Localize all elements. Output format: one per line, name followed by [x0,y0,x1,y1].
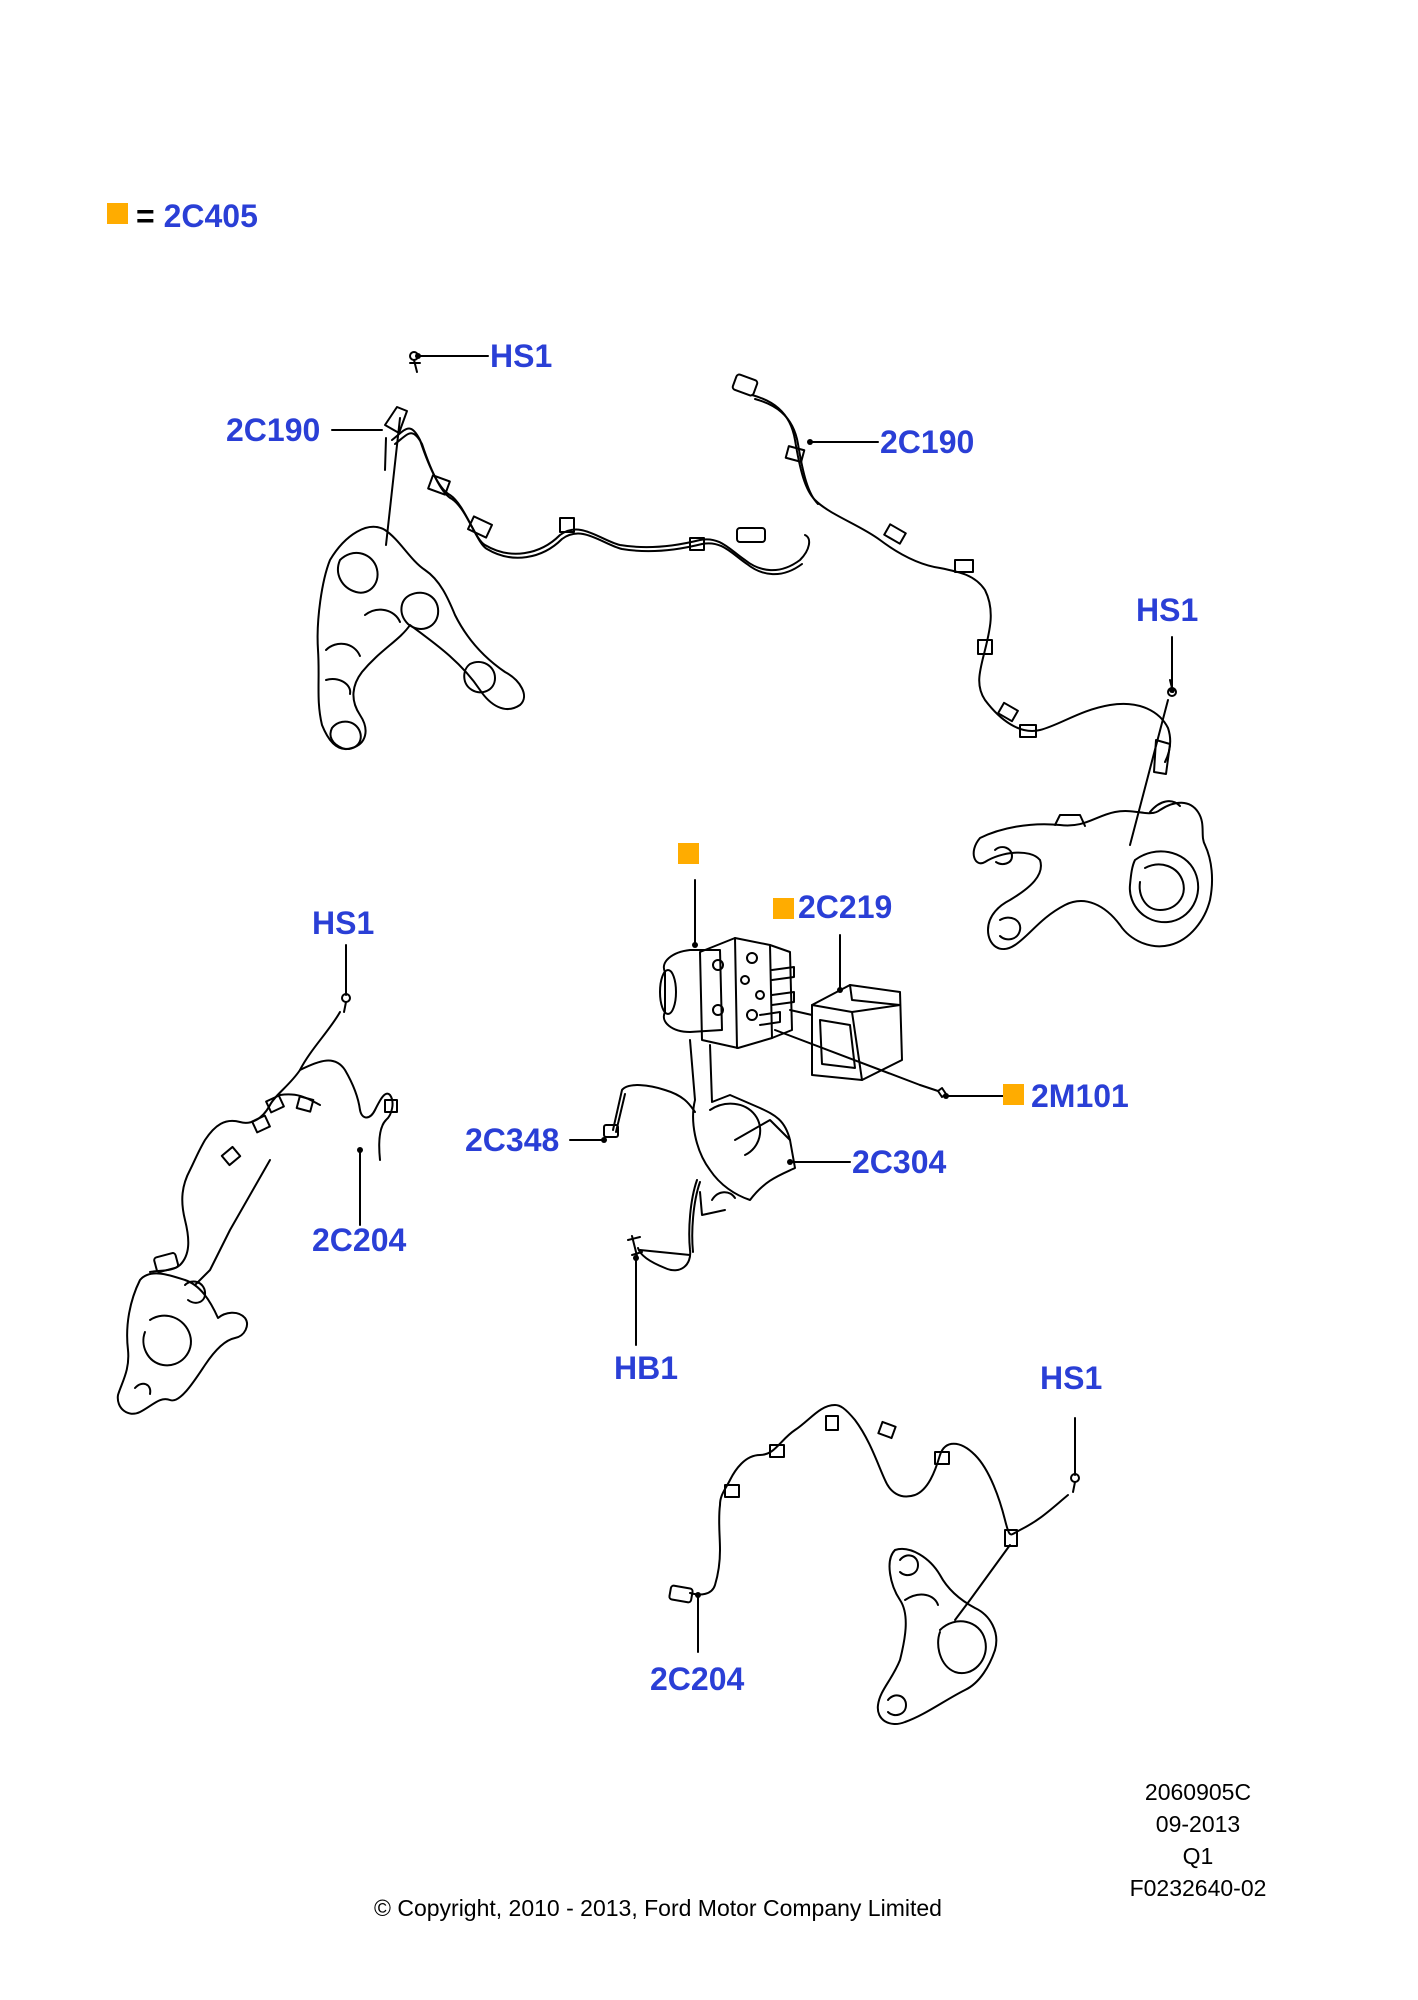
callout-2c348[interactable]: 2C348 [465,1122,560,1158]
callout-2c190-left[interactable]: 2C190 [226,412,321,448]
callout-hs1-bottom[interactable]: HS1 [1040,1360,1103,1396]
abs-modulator-assembly [603,937,947,1272]
callout-2m101[interactable]: 2M101 [1031,1078,1129,1114]
callout-hb1[interactable]: HB1 [614,1350,679,1386]
diagram-ref: F0232640-02 [1129,1875,1267,1901]
callout-hs1-mid-left[interactable]: HS1 [312,905,375,941]
callout-2c190-right[interactable]: 2C190 [880,424,975,460]
callout-2c219[interactable]: 2C219 [798,889,893,925]
legend-code: 2C405 [163,198,258,234]
diagram-code: 2060905C [1144,1779,1252,1805]
callout-2c219-swatch [773,898,794,919]
callout-2c405-swatch [678,843,699,864]
callout-2c304[interactable]: 2C304 [852,1144,947,1180]
rear-right-sensor-harness [731,373,1214,950]
copyright-text: © Copyright, 2010 - 2013, Ford Motor Com… [374,1895,942,1921]
rear-left-sensor-harness [316,351,811,750]
front-right-sensor-harness [668,1404,1080,1725]
callout-hs1-right[interactable]: HS1 [1136,592,1199,628]
diagram-q: Q1 [1182,1843,1214,1869]
legend-equals: = [136,198,155,234]
callout-2c204-left[interactable]: 2C204 [312,1222,407,1258]
legend: = 2C405 [136,200,258,232]
callout-hs1-top-left[interactable]: HS1 [490,338,553,374]
callout-2c204-bottom[interactable]: 2C204 [650,1661,745,1697]
front-left-sensor-harness [116,993,398,1415]
legend-swatch [107,203,128,224]
leader-lines [331,355,1173,1653]
diagram-date: 09-2013 [1155,1811,1241,1837]
callout-2m101-swatch [1003,1084,1024,1105]
